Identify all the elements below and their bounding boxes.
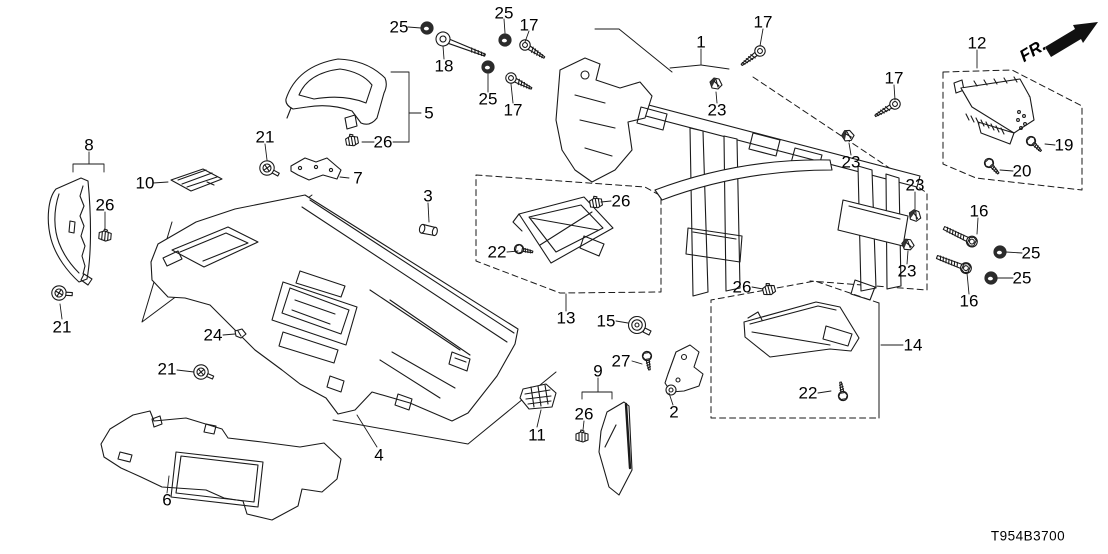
- part-9-passenger-side-panel: [598, 401, 633, 496]
- part-13-glovebox-frame: [512, 196, 614, 264]
- part-label-7-11: 7: [353, 168, 363, 188]
- part-label-19-37: 19: [1054, 135, 1074, 155]
- part-label-12-36: 12: [967, 33, 987, 53]
- fr-arrow: [1045, 22, 1098, 57]
- part-label-20-38: 20: [1012, 161, 1032, 181]
- part-label-25-4: 25: [478, 89, 498, 109]
- part-label-21-17: 21: [157, 359, 177, 379]
- part-label-1-21: 1: [696, 32, 706, 52]
- part-label-8-9: 8: [84, 135, 94, 155]
- part-label-5-6: 5: [424, 103, 434, 123]
- hardware-fasteners: [49, 20, 1045, 443]
- part-label-25-0: 25: [389, 17, 409, 37]
- part-15-fastener: [627, 315, 652, 336]
- part-label-10-10: 10: [135, 173, 155, 193]
- part-label-11-20: 11: [528, 425, 546, 445]
- boundary-box-glovebox-trim: [710, 280, 880, 419]
- part-label-23-23: 23: [707, 100, 727, 120]
- part-5-meter-visor: [285, 58, 387, 130]
- part-label-22-35: 22: [798, 383, 818, 403]
- part-10-speaker-grille: [170, 168, 223, 192]
- part-label-9-30: 9: [593, 361, 603, 381]
- part-label-17-22: 17: [753, 12, 773, 32]
- part-label-13-27: 13: [556, 308, 576, 328]
- diagram-code: T954B3700: [990, 528, 1066, 544]
- leader-lines: [59, 18, 1056, 494]
- part-6-insulator-panel: [100, 410, 342, 521]
- part-label-21-8: 21: [255, 127, 275, 147]
- part-label-17-24: 17: [884, 68, 904, 88]
- part-label-21-15: 21: [52, 317, 72, 337]
- part-24-clip: [234, 328, 247, 339]
- boundary-box-airbag: [942, 69, 1083, 191]
- part-label-18-1: 18: [434, 56, 454, 76]
- part-label-23-25: 23: [841, 152, 861, 172]
- part-4-instrument-panel: [150, 194, 519, 422]
- part-label-26-31: 26: [574, 404, 594, 424]
- part-label-15-28: 15: [596, 311, 616, 331]
- part-3-collar: [418, 223, 438, 237]
- part-label-6-19: 6: [162, 490, 172, 510]
- part-label-24-16: 24: [203, 325, 223, 345]
- part-label-3-13: 3: [423, 186, 433, 206]
- part-14-glovebox-trim: [743, 301, 860, 358]
- part-1-steering-hanger-beam: [555, 57, 921, 301]
- part-label-23-39: 23: [905, 175, 925, 195]
- part-label-14-34: 14: [903, 335, 923, 355]
- part-label-4-18: 4: [374, 445, 384, 465]
- part-label-22-14: 22: [487, 242, 507, 262]
- boundary-box-glovebox-frame: [475, 174, 662, 294]
- part-label-2-32: 2: [669, 402, 679, 422]
- part-label-26-26: 26: [611, 191, 631, 211]
- part-label-25-42: 25: [1012, 268, 1032, 288]
- part-label-26-7: 26: [373, 132, 393, 152]
- part-label-25-2: 25: [494, 3, 514, 23]
- part-11-side-vent: [519, 383, 557, 410]
- part-label-17-5: 17: [503, 100, 523, 120]
- part-label-26-12: 26: [95, 195, 115, 215]
- part-8-driver-side-panel: [47, 177, 93, 286]
- part-2-bracket: [664, 344, 704, 396]
- part-label-26-33: 26: [732, 277, 752, 297]
- part-label-16-43: 16: [959, 291, 979, 311]
- part-7-center-bracket: [290, 157, 342, 181]
- part-12-passenger-airbag: [953, 76, 1035, 145]
- part-label-17-3: 17: [519, 15, 539, 35]
- part-18-long-screw: [435, 31, 486, 57]
- part-label-23-44: 23: [897, 261, 917, 281]
- part-label-25-41: 25: [1021, 243, 1041, 263]
- part-label-27-29: 27: [611, 351, 631, 371]
- part-label-16-40: 16: [969, 201, 989, 221]
